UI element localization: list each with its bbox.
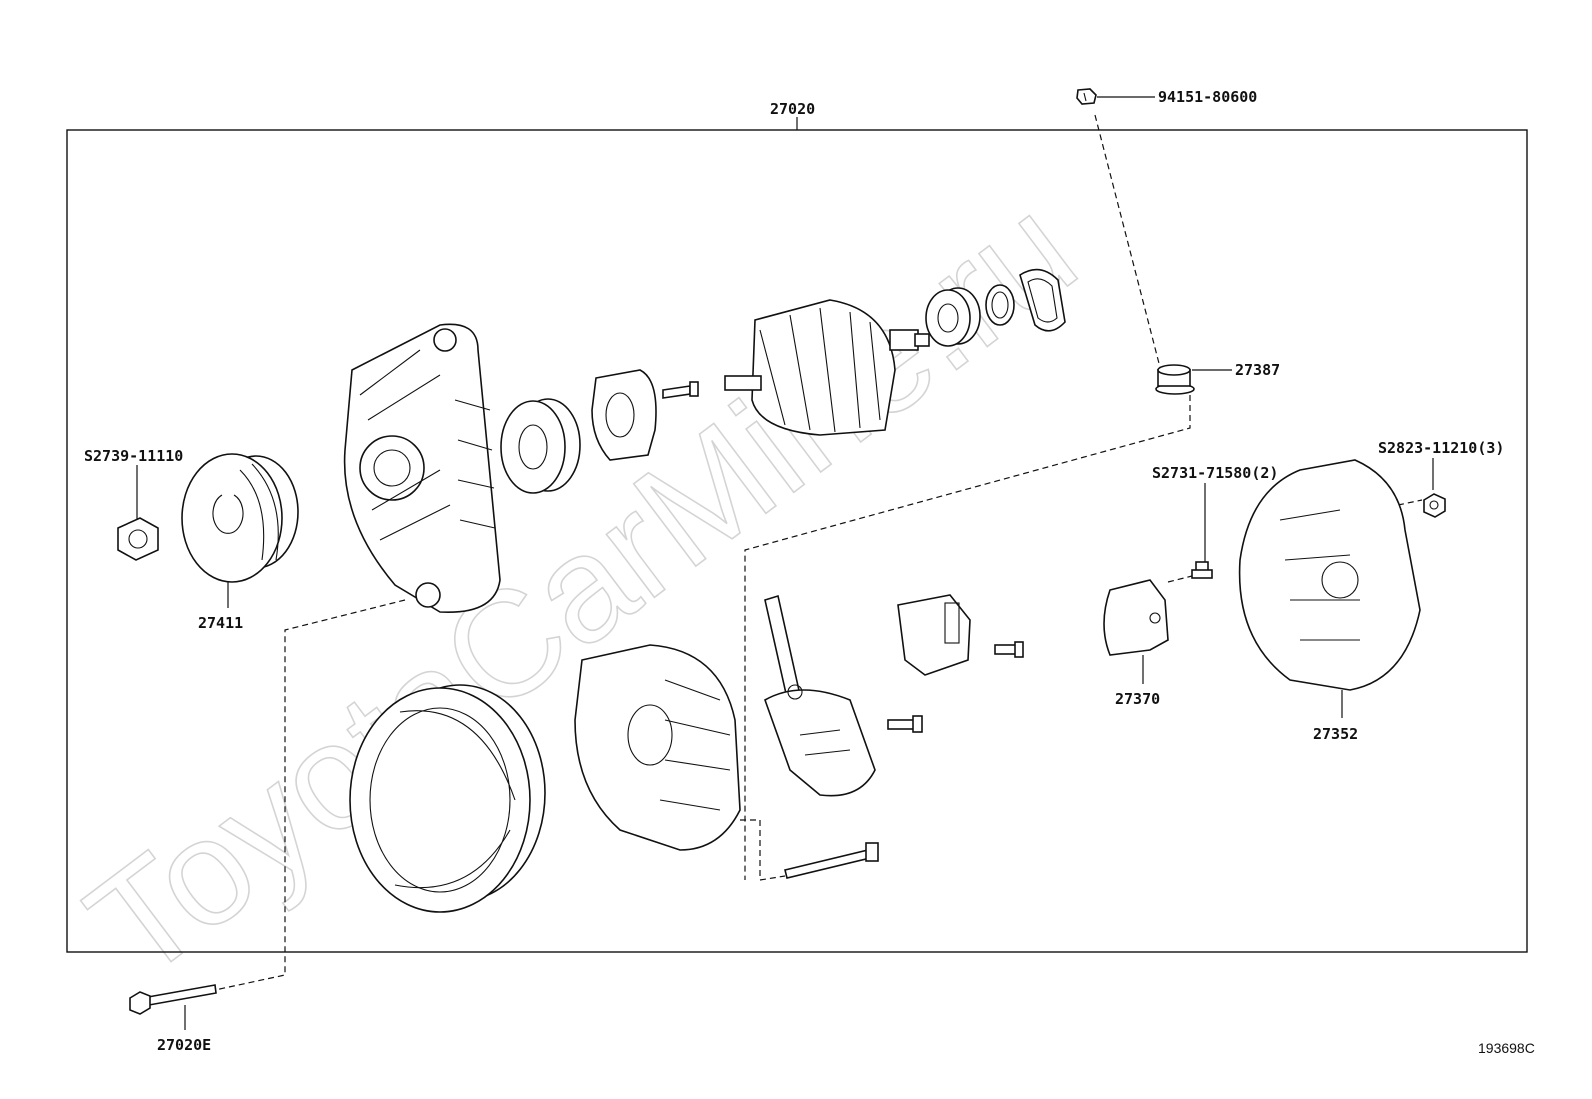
label-s2731-71580[interactable]: S2731-71580(2) xyxy=(1152,464,1278,482)
label-27370[interactable]: 27370 xyxy=(1115,690,1160,708)
rear-bearing-icon xyxy=(925,287,981,347)
stator-icon xyxy=(349,684,546,913)
label-27387[interactable]: 27387 xyxy=(1235,361,1280,379)
through-bolt-icon xyxy=(784,842,879,879)
seal-ring-icon xyxy=(1019,268,1066,332)
nut-s2823-icon xyxy=(1423,493,1446,518)
label-27020e[interactable]: 27020E xyxy=(157,1036,211,1054)
bearing-cover-ring-icon xyxy=(985,284,1015,326)
rectifier-end-frame-icon xyxy=(574,644,741,851)
drive-end-frame-icon xyxy=(343,323,501,614)
screw-rectifier-icon xyxy=(887,715,923,733)
label-94151-80600[interactable]: 94151-80600 xyxy=(1158,88,1257,106)
rotor-icon xyxy=(724,299,930,436)
label-27352[interactable]: 27352 xyxy=(1313,725,1358,743)
regulator-icon xyxy=(897,594,971,676)
pulley-nut-icon xyxy=(117,517,159,561)
assembly-label: 27020 xyxy=(770,100,815,118)
label-s2739-11110[interactable]: S2739-11110 xyxy=(84,447,183,465)
rectifier-icon xyxy=(764,594,876,797)
label-27411[interactable]: 27411 xyxy=(198,614,243,632)
front-bearing-icon xyxy=(500,398,581,494)
diagram-reference: 193698C xyxy=(1478,1040,1535,1056)
retainer-plate-icon xyxy=(591,369,657,461)
brush-holder-27370-icon xyxy=(1103,579,1169,656)
insulator-27387-icon xyxy=(1155,364,1195,395)
pulley-27411-icon xyxy=(181,453,299,583)
label-s2823-11210[interactable]: S2823-11210(3) xyxy=(1378,439,1504,457)
bolt-27020e-icon xyxy=(129,984,217,1015)
screw-s2731-icon xyxy=(1191,561,1213,579)
screw-regulator-icon xyxy=(994,641,1024,658)
screw-small-icon xyxy=(662,381,699,399)
rear-cover-27352-icon xyxy=(1238,459,1421,691)
nut-94151-icon xyxy=(1076,88,1097,105)
